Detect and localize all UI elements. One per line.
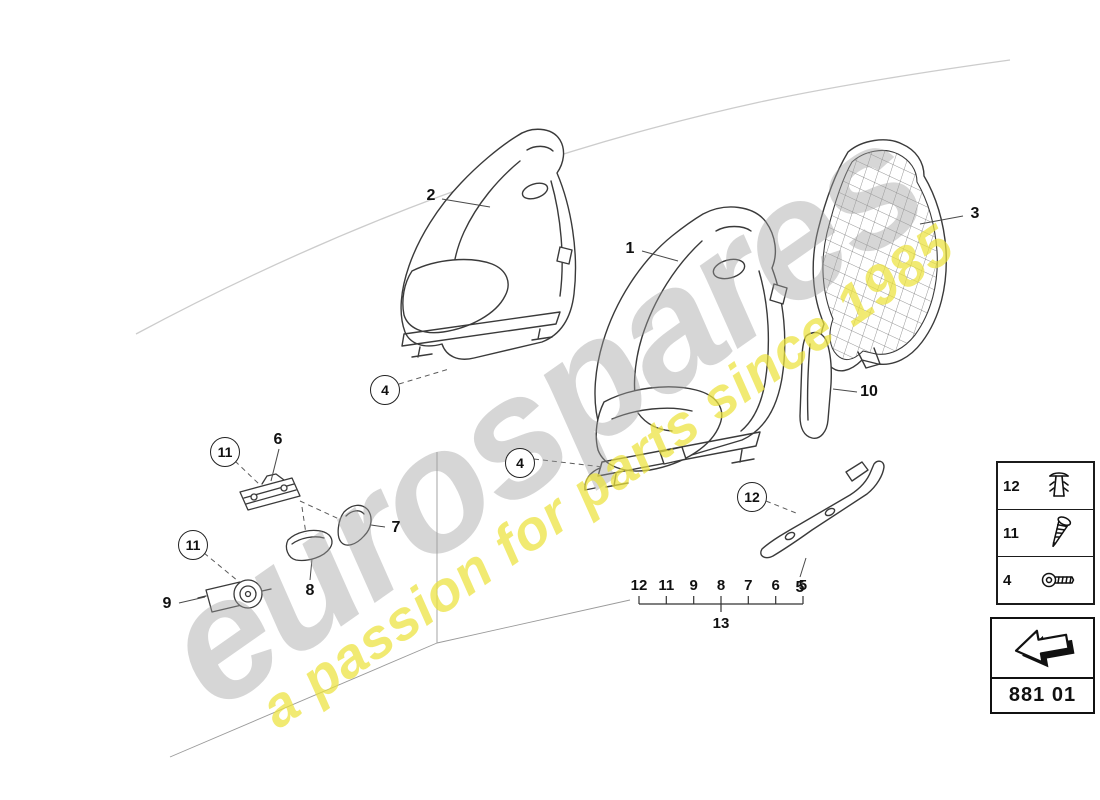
legend-number: 4 (1003, 571, 1012, 589)
part-code-box: 881 01 (990, 617, 1095, 714)
legend-number: 11 (1003, 524, 1019, 542)
direction-arrow-icon (992, 619, 1093, 679)
bolt-icon (1030, 569, 1088, 591)
leader-lines (178, 198, 964, 604)
group-num-7[interactable]: 7 (744, 577, 753, 594)
callout-11-bottom[interactable]: 11 (178, 530, 208, 560)
group-label-13[interactable]: 13 (712, 615, 730, 632)
callout-10[interactable]: 10 (860, 383, 878, 400)
group-num-8[interactable]: 8 (716, 577, 726, 594)
callout-7[interactable]: 7 (391, 519, 401, 536)
group-num-6[interactable]: 6 (771, 577, 780, 594)
cover-part-8 (285, 529, 333, 562)
legend-item-12[interactable]: 12 (998, 463, 1093, 509)
backrest-frame-part-3 (812, 139, 947, 372)
callout-2[interactable]: 2 (426, 187, 436, 204)
callout-3[interactable]: 3 (970, 205, 980, 222)
callout-11-top[interactable]: 11 (210, 437, 240, 467)
legend-item-4[interactable]: 4 (998, 556, 1093, 603)
legend-number: 12 (1003, 477, 1020, 495)
fastener-legend: 12 11 (996, 461, 1095, 605)
callout-12[interactable]: 12 (737, 482, 767, 512)
dashed-leader-lines (203, 368, 797, 582)
group-num-12[interactable]: 12 (630, 577, 648, 594)
group-num-5[interactable]: 5 (798, 577, 808, 594)
seat-left-part-2 (400, 128, 577, 360)
callout-4-left[interactable]: 4 (370, 375, 400, 405)
motor-part-9 (197, 579, 272, 613)
group-numbers: 12 11 9 8 7 6 5 (628, 577, 814, 594)
callout-6[interactable]: 6 (273, 431, 283, 448)
self-tapping-screw-icon (1030, 515, 1088, 551)
brand-swoosh (135, 59, 1011, 335)
adjuster-rail-part-6 (239, 473, 301, 511)
expanding-rivet-icon (1030, 470, 1088, 502)
group-num-9[interactable]: 9 (689, 577, 698, 594)
bracket-lines (638, 596, 804, 612)
side-panel-part-10 (799, 331, 832, 439)
seat-center-part-1 (584, 206, 788, 491)
construction-lines (169, 452, 631, 758)
callout-9[interactable]: 9 (162, 595, 172, 612)
callout-5[interactable]: 5 (795, 579, 805, 596)
group-num-11[interactable]: 11 (658, 577, 675, 594)
callout-4-right[interactable]: 4 (505, 448, 535, 478)
rail-trim-part-5 (760, 460, 885, 559)
legend-item-11[interactable]: 11 (998, 509, 1093, 556)
callout-1[interactable]: 1 (625, 240, 635, 257)
grouped-parts-scale: 12 11 9 8 7 6 5 13 (628, 577, 814, 632)
part-code: 881 01 (1008, 684, 1077, 706)
cover-part-7 (337, 504, 372, 546)
callout-8[interactable]: 8 (305, 582, 315, 599)
